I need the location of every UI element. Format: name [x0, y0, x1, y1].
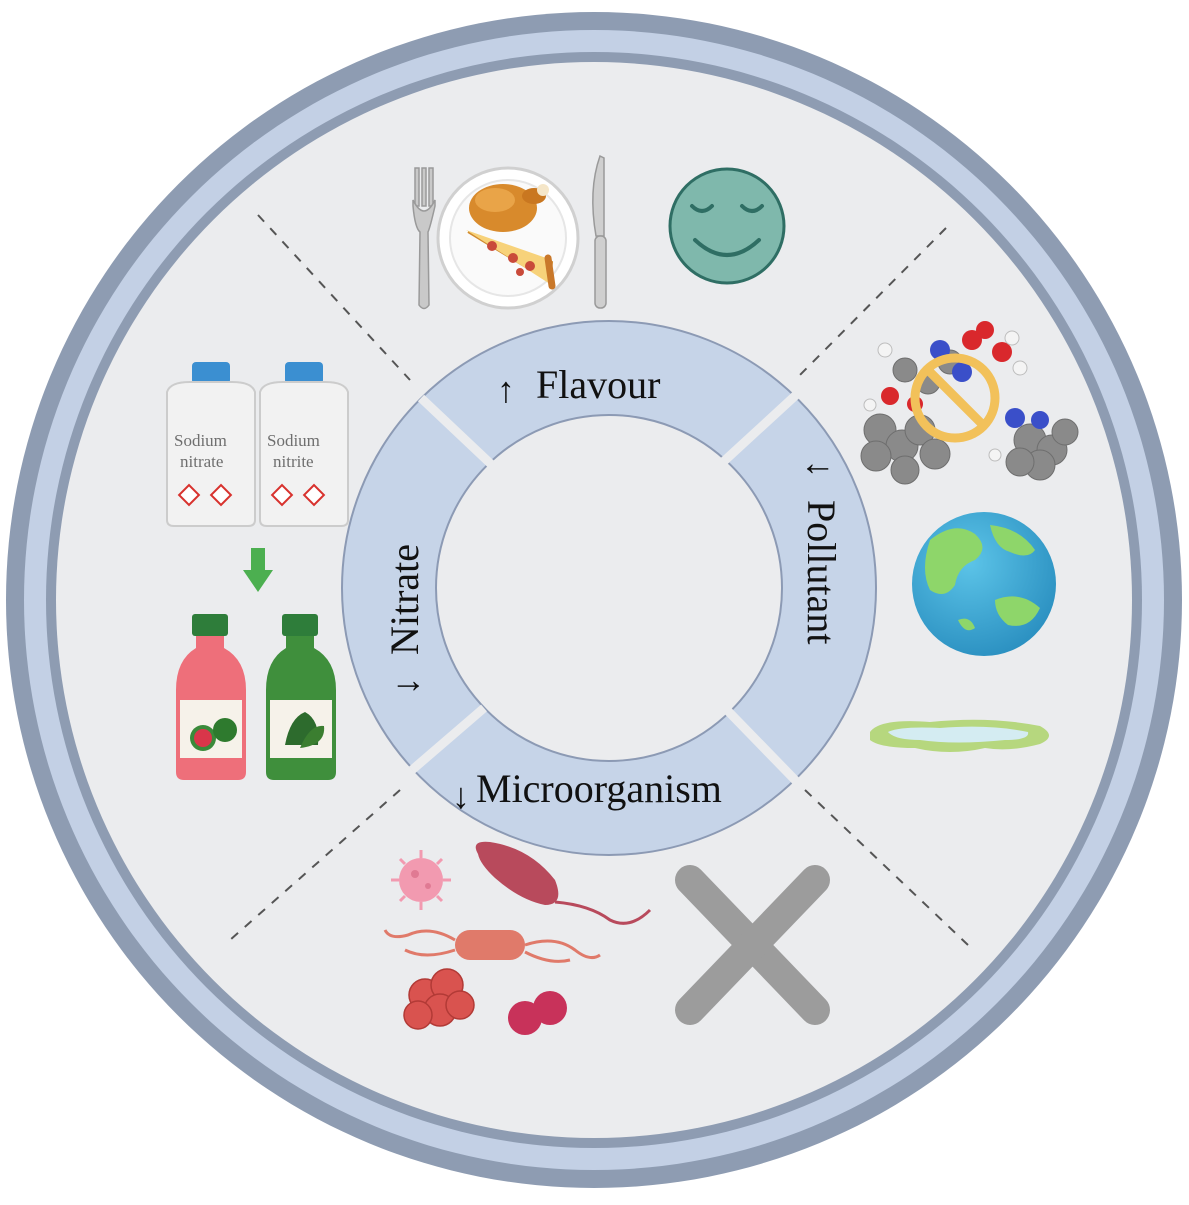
- nitrite-bottle-line1: Sodium: [267, 431, 320, 450]
- spinach-juice-bottle: [266, 614, 336, 780]
- pizza-slice-icon: [466, 230, 556, 290]
- nitrate-label: Nitrate: [382, 544, 427, 655]
- fork-icon: [412, 167, 436, 310]
- microorganism-label: Microorganism: [476, 766, 722, 811]
- center-hole: [435, 414, 783, 762]
- divider-top-left: [257, 214, 411, 381]
- nitrite-bottle-line2: nitrite: [273, 452, 314, 471]
- sodium-nitrate-bottle: Sodium nitrate: [166, 362, 256, 527]
- nitrate-segment-label: ↓ Nitrate: [382, 544, 427, 695]
- pollutant-label: Pollutant: [799, 500, 844, 644]
- roast-chicken-icon: [469, 184, 549, 232]
- divider-bottom-left: [229, 789, 401, 941]
- flavour-segment-label: ↑ Flavour: [497, 362, 660, 410]
- cocci-cluster-icon: [403, 968, 475, 1030]
- hazard-symbols-icon: [177, 483, 233, 507]
- earth-globe-icon: [912, 512, 1056, 656]
- ring-separators: [409, 391, 800, 785]
- flagellated-bacterium-icon: [383, 929, 601, 963]
- prohibition-icon: [910, 353, 1000, 443]
- cross-icon: [675, 865, 830, 1025]
- microorganism-arrow: ↓: [452, 776, 470, 816]
- sodium-nitrite-bottle: Sodium nitrite: [259, 362, 349, 527]
- dashed-dividers: [229, 214, 969, 946]
- watermelon-juice-bottle: [176, 614, 246, 780]
- hazard-symbols-icon: [270, 483, 326, 507]
- nitrate-bottle-line2: nitrate: [180, 452, 223, 471]
- virus-icon: [391, 850, 451, 910]
- pollutant-molecule-icon: [860, 321, 1079, 485]
- down-arrow-icon: [243, 548, 273, 592]
- water-puddle-icon: [870, 719, 1049, 752]
- divider-bottom-right: [804, 789, 969, 946]
- flavour-arrow: ↑: [497, 370, 515, 410]
- knife-icon: [592, 154, 607, 309]
- diplococcus-icon: [508, 991, 567, 1035]
- nitrate-arrow: ↓: [386, 677, 426, 695]
- flavour-label: Flavour: [536, 362, 660, 407]
- rod-bacterium-icon: [475, 841, 652, 925]
- nitrate-bottle-line1: Sodium: [174, 431, 227, 450]
- pollutant-arrow: ↓: [800, 460, 840, 478]
- pollutant-segment-label: ↓ Pollutant: [799, 460, 844, 644]
- plate-with-food-icon: [436, 166, 580, 310]
- smiley-face-icon: [668, 167, 786, 285]
- microorganism-segment-label: ↓ Microorganism: [452, 766, 722, 816]
